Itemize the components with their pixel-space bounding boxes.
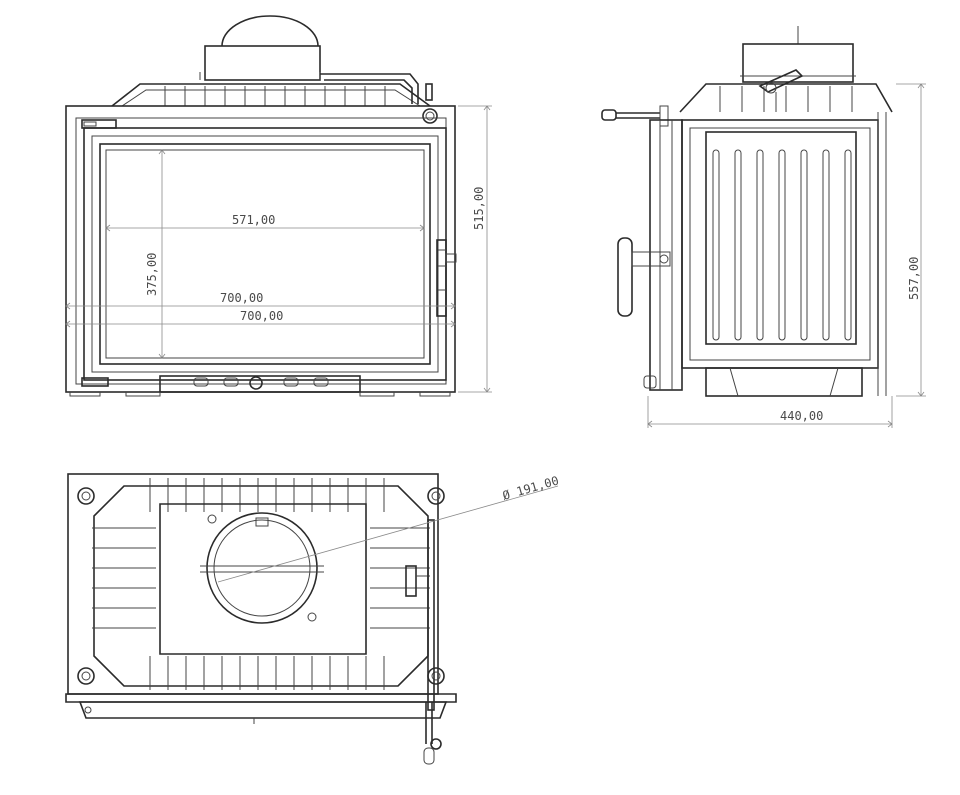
side-slots <box>712 149 852 341</box>
top-central-plate <box>159 503 367 655</box>
front-flue-collar <box>199 15 321 81</box>
front-dim-515: 515,00 <box>458 105 492 393</box>
front-top-ribs <box>111 83 431 107</box>
top-bottom-handle <box>423 702 442 765</box>
front-hinge-top <box>81 119 117 129</box>
front-dim-700b: 700,00 <box>65 309 456 328</box>
side-panel <box>705 131 857 345</box>
front-view: 571,00 375,00 700,00 700,00 515,00 <box>65 15 492 397</box>
front-door-handle <box>436 239 457 317</box>
front-air-control <box>81 375 361 393</box>
dim-label-front-inner-width: 571,00 <box>232 213 275 227</box>
dim-label-front-inner-height: 375,00 <box>145 253 159 296</box>
dim-label-front-height: 515,00 <box>472 187 486 230</box>
side-view: 557,00 440,00 <box>601 26 926 428</box>
front-dim-700a: 700,00 <box>65 291 456 310</box>
side-handle-rod <box>601 105 669 127</box>
front-outer-frame <box>65 105 456 393</box>
front-dim-571: 571,00 <box>105 213 425 232</box>
dim-label-side-height: 557,00 <box>907 257 921 300</box>
side-body <box>681 119 879 369</box>
dim-label-front-width-b: 700,00 <box>240 309 283 323</box>
side-base <box>643 367 863 397</box>
front-glass <box>99 143 431 365</box>
side-top <box>679 83 893 113</box>
dim-label-flue-diameter: Ø 191,00 <box>501 473 560 502</box>
top-corner-bolts <box>77 487 445 685</box>
top-flue-circle <box>200 512 324 624</box>
front-door <box>83 127 447 381</box>
top-front-plate <box>65 693 457 724</box>
side-dim-557: 557,00 <box>896 83 926 397</box>
dim-label-front-width-a: 700,00 <box>220 291 263 305</box>
side-door-frame <box>649 119 683 391</box>
top-fins <box>92 478 430 690</box>
side-dim-440: 440,00 <box>647 396 893 428</box>
top-right-lever <box>405 519 435 711</box>
top-inner-octagon <box>93 485 429 687</box>
side-flue-collar <box>740 26 856 83</box>
top-view: Ø 191,00 <box>65 473 560 765</box>
dim-label-side-depth: 440,00 <box>780 409 823 423</box>
top-outer-body <box>67 473 439 695</box>
front-dim-375: 375,00 <box>145 149 166 359</box>
side-top-lever <box>758 69 804 112</box>
front-handle-rod <box>320 73 438 124</box>
side-door-handle <box>617 237 671 317</box>
